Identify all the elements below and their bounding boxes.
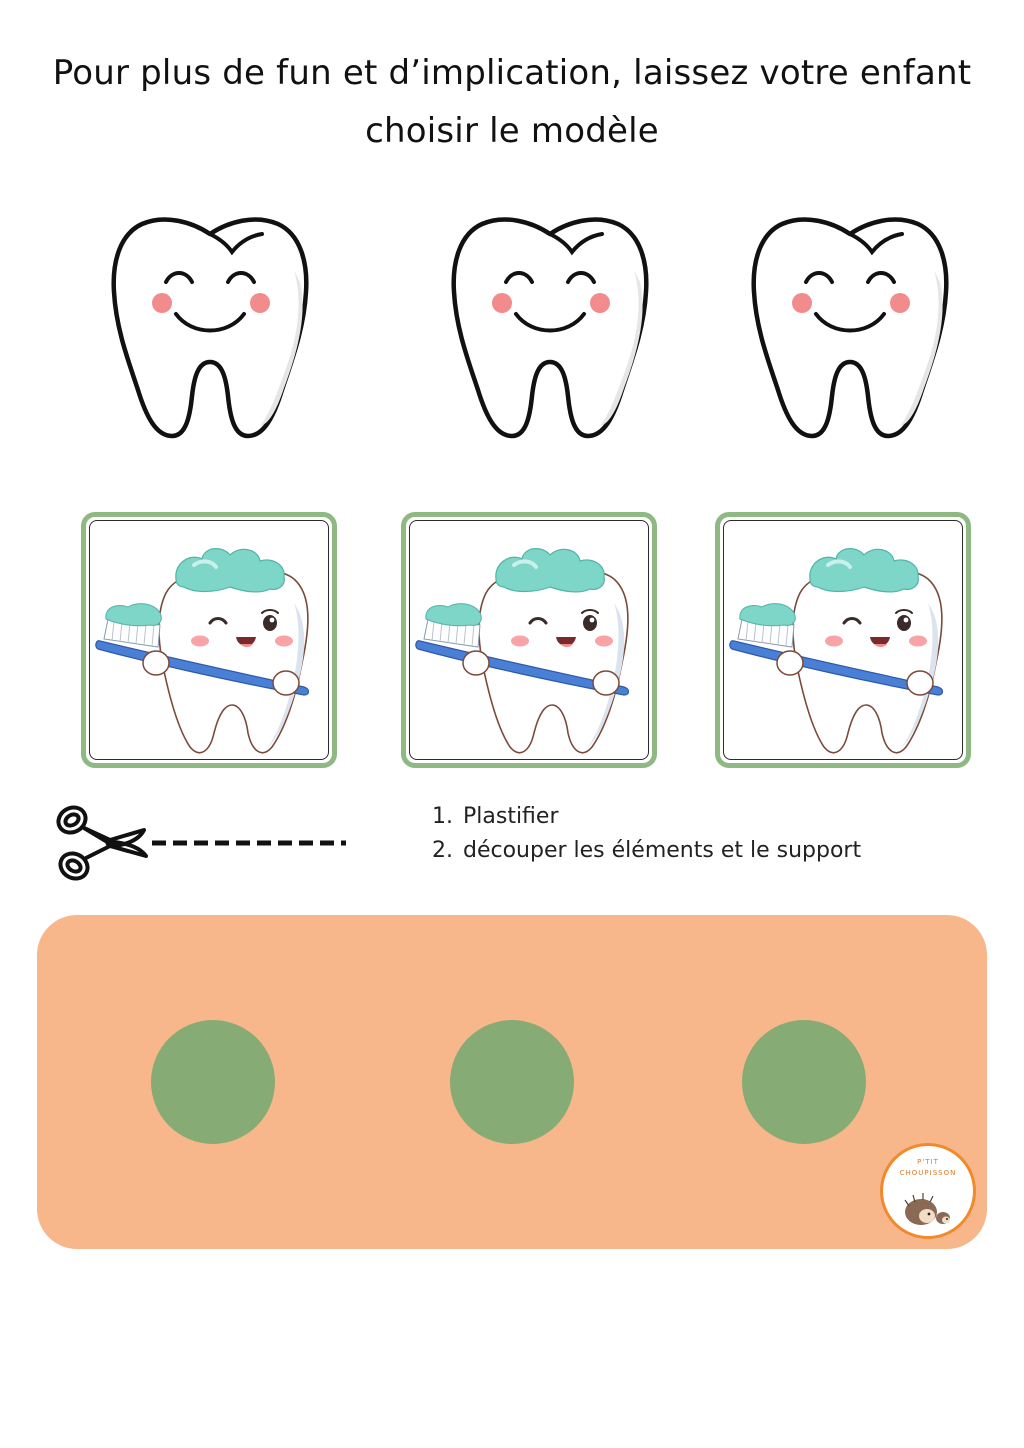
tooth-toothbrush-card [401,512,657,768]
smiling-tooth-icon [450,210,650,445]
smiling-tooth-icon [111,217,309,439]
page-title: Pour plus de fun et d’implication, laiss… [40,44,984,160]
placement-dot [151,1020,275,1144]
placement-dot [742,1020,866,1144]
logo-line-1: P'TIT [917,1158,939,1166]
instruction-number: 1. [432,804,453,829]
scissors-icon [56,805,346,881]
logo-line-2: CHOUPISSON [899,1169,957,1177]
instruction-list: 1. Plastifier 2. découper les éléments e… [432,800,861,868]
support-board: P'TIT CHOUPISSON [37,915,987,1249]
placement-dot [450,1020,574,1144]
tooth-toothbrush-illustration [95,548,310,754]
instruction-text: Plastifier [463,804,559,829]
title-line-1: Pour plus de fun et d’implication, laiss… [52,53,972,93]
tooth-toothbrush-illustration [413,546,631,755]
tooth-toothbrush-illustration [727,546,945,755]
brand-logo: P'TIT CHOUPISSON [880,1143,976,1239]
tooth-toothbrush-card [715,512,971,768]
smiling-tooth-icon [750,210,950,445]
hedgehog-icon [904,1193,950,1225]
title-line-2: choisir le modèle [365,111,659,151]
tooth-toothbrush-card [81,512,337,768]
instruction-item: 1. Plastifier [432,800,861,834]
instruction-number: 2. [432,838,453,863]
instruction-text: découper les éléments et le support [463,838,862,863]
instruction-item: 2. découper les éléments et le support [432,834,861,868]
